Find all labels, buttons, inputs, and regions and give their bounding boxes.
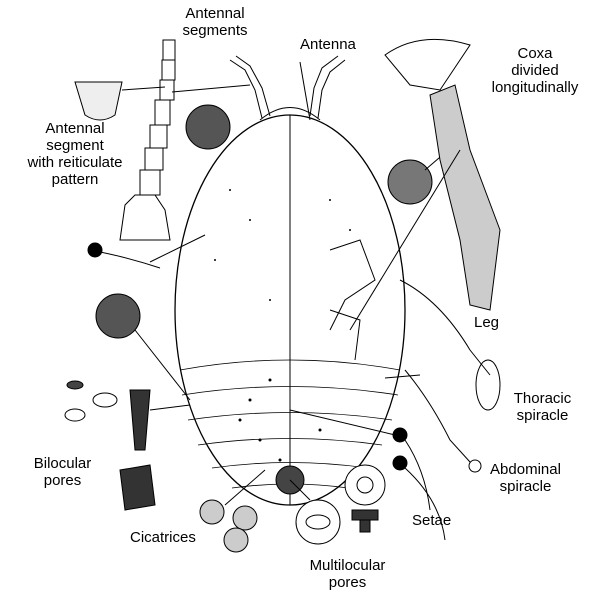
label-line: spiracle: [499, 478, 552, 495]
antenna-right-icon: [309, 55, 346, 119]
abdominal-segments: [179, 359, 401, 489]
label-leg: Leg: [474, 314, 500, 331]
texture-circle-right: [387, 159, 433, 205]
leg-detail-icon: [429, 84, 501, 311]
label-line: divided: [511, 62, 559, 79]
label-line: with reiticulate: [27, 154, 123, 171]
multilocular-pores-icon: [289, 464, 386, 545]
abdominal-spiracle-icon: [404, 369, 471, 463]
small-leg: [329, 239, 376, 361]
label-line: pores: [328, 574, 367, 591]
label-line: Coxa: [517, 45, 553, 62]
thoracic-spiracle-icon: [399, 279, 491, 376]
head: [259, 107, 321, 121]
reticulate-segment-icon: [74, 81, 123, 121]
label-line: Multilocular: [309, 557, 386, 574]
texture-circle-left: [95, 293, 141, 339]
label-abdominal-spiracle: Abdominal spiracle: [483, 461, 568, 495]
cicatrices-icon: [199, 465, 305, 553]
label-antennal-segments: Antennal segments: [170, 5, 260, 39]
label-setae: Setae: [412, 512, 452, 529]
label-line: segment: [46, 137, 104, 154]
label-line: Antennal: [45, 120, 105, 137]
label-line: spiracle: [516, 407, 569, 424]
seta-icon: [392, 427, 408, 443]
coxa-icon: [384, 38, 471, 91]
label-line: pores: [43, 472, 82, 489]
label-coxa: Coxa divided longitudinally: [480, 45, 590, 96]
label-multilocular-pores: Multilocular pores: [300, 557, 395, 591]
label-cicatrices: Cicatrices: [130, 529, 196, 546]
seta-icon: [392, 455, 408, 471]
antenna-left-icon: [229, 55, 271, 119]
bilocular-pores-icon: [64, 380, 191, 511]
label-line: Thoracic: [513, 390, 572, 407]
label-line: longitudinally: [491, 79, 579, 96]
antenna-detail-icon: [119, 39, 176, 241]
label-bilocular-pores: Bilocular pores: [25, 455, 100, 489]
reticulate-pattern-circle: [185, 104, 231, 150]
label-antennal-segment-pattern: Antennal segment with reiticulate patter…: [15, 120, 135, 188]
seta-icon: [87, 242, 103, 258]
label-line: Bilocular: [33, 455, 92, 472]
label-line: pattern: [51, 171, 99, 188]
label-line: Abdominal: [490, 461, 561, 478]
label-line: segments: [182, 22, 248, 39]
body-pores: [214, 189, 351, 462]
label-antenna: Antenna: [300, 36, 356, 53]
label-line: Antennal: [185, 5, 245, 22]
label-thoracic-spiracle: Thoracic spiracle: [505, 390, 580, 424]
